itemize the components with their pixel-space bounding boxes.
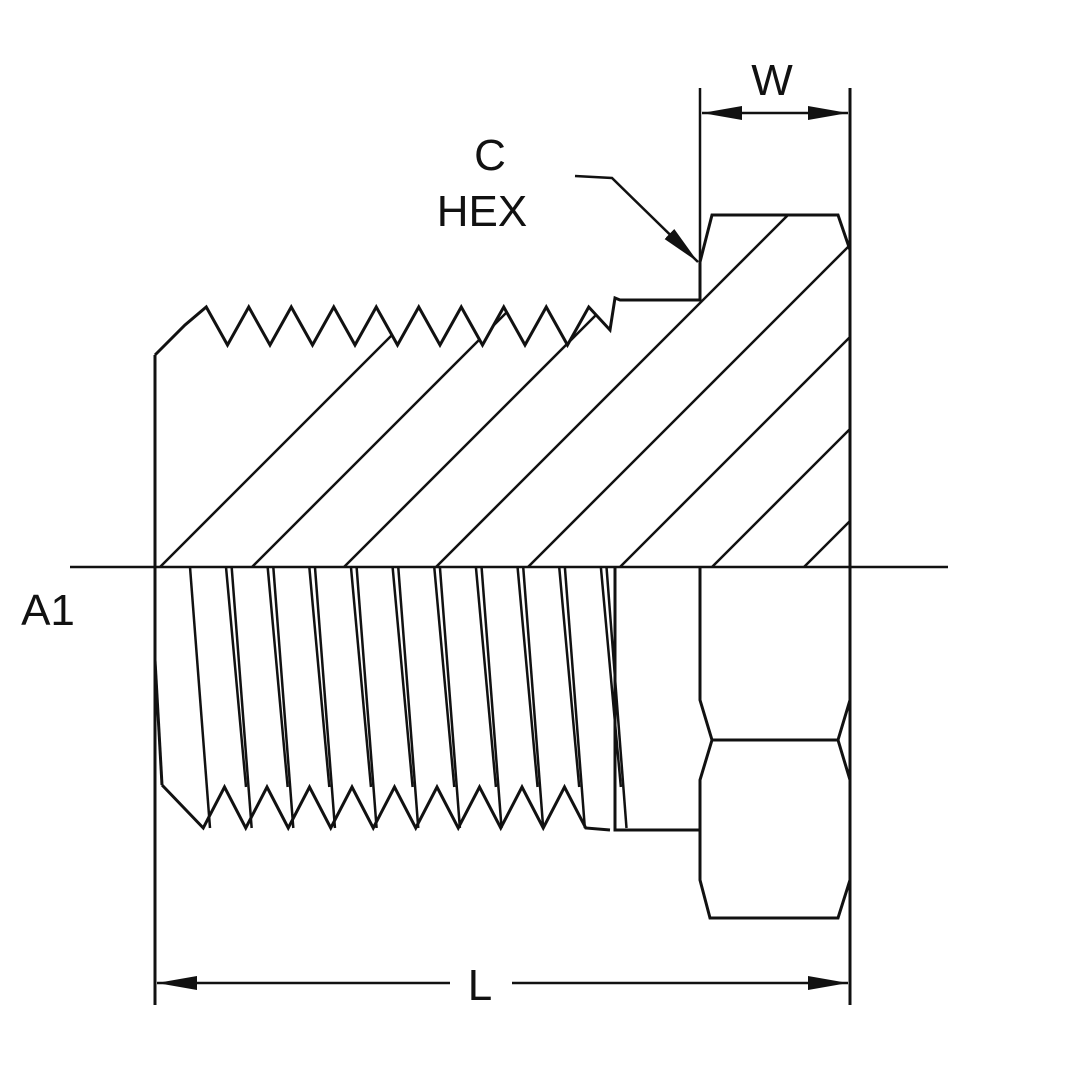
thread-line — [563, 566, 587, 829]
thread-line — [188, 566, 212, 829]
section-hatching — [159, 0, 1080, 567]
thread-line — [391, 566, 414, 788]
lower-thread-outline — [160, 783, 611, 832]
thread-line — [433, 566, 456, 788]
c-label: C — [474, 131, 506, 180]
thread-lines — [188, 566, 628, 829]
w-label: W — [751, 56, 793, 105]
l-label: L — [468, 961, 492, 1010]
hatch-line — [988, 0, 1080, 567]
upper-section-outline — [153, 213, 852, 567]
thread-line — [480, 566, 503, 829]
a1-label: A1 — [21, 586, 75, 635]
hatch-line — [619, 215, 850, 567]
thread-line — [224, 566, 248, 788]
thread-line — [349, 566, 373, 788]
thread-line — [272, 566, 295, 829]
hatch-line — [711, 215, 850, 567]
left-chamfer-lower — [153, 659, 164, 786]
hatch-line — [527, 215, 850, 567]
thread-line — [230, 566, 253, 829]
hex-label: HEX — [437, 187, 527, 236]
thread-relief — [613, 567, 700, 832]
thread-line — [438, 566, 462, 829]
hex-lower-view — [698, 567, 852, 920]
hatch-line — [896, 0, 1080, 567]
thread-line — [521, 566, 545, 829]
thread-line — [557, 566, 581, 788]
thread-line — [355, 566, 378, 829]
hatch-line — [435, 215, 850, 567]
thread-line — [308, 566, 331, 788]
thread-line — [516, 566, 539, 788]
thread-line — [599, 566, 623, 788]
hatch-line — [343, 215, 850, 567]
hex-leader-arrow — [574, 174, 699, 263]
hatch-line — [803, 215, 850, 567]
thread-line — [313, 566, 337, 829]
hatch-line — [159, 215, 761, 567]
thread-line — [474, 566, 498, 788]
thread-line — [397, 566, 420, 829]
thread-line — [266, 566, 289, 788]
